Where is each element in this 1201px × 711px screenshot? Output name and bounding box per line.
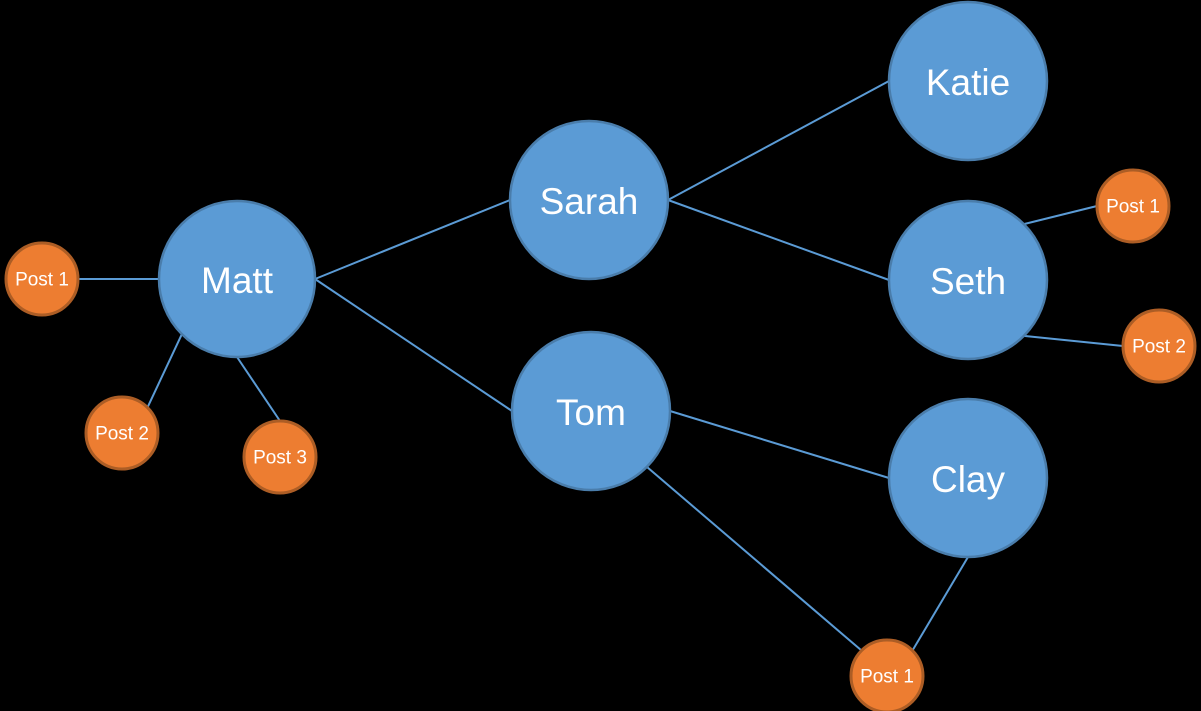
post-circle-post1-shared [849, 638, 925, 711]
node-post3-matt: Post 3 [242, 419, 318, 495]
post-circle-post1-matt [4, 241, 80, 317]
edge-seth-post1-seth [1023, 205, 1098, 226]
person-circle-clay [887, 397, 1049, 559]
node-post1-seth: Post 1 [1095, 168, 1171, 244]
node-post2-seth: Post 2 [1121, 308, 1197, 384]
edge-matt-sarah [314, 199, 511, 280]
node-katie: Katie [887, 0, 1049, 162]
node-clay: Clay [887, 397, 1049, 559]
person-circle-matt [157, 199, 317, 359]
edge-matt-post2-matt [146, 333, 183, 408]
edge-matt-tom [314, 278, 513, 412]
person-circle-sarah [508, 119, 670, 281]
node-post2-matt: Post 2 [84, 395, 160, 471]
node-sarah: Sarah [508, 119, 670, 281]
post-circle-post3-matt [242, 419, 318, 495]
person-circle-seth [887, 199, 1049, 361]
edge-clay-post1-shared [911, 556, 969, 652]
person-circle-tom [510, 330, 672, 492]
post-circle-post2-seth [1121, 308, 1197, 384]
node-tom: Tom [510, 330, 672, 492]
edge-tom-post1-shared [646, 466, 863, 652]
node-seth: Seth [887, 199, 1049, 361]
edge-sarah-seth [667, 199, 890, 281]
edge-sarah-katie [667, 80, 890, 201]
edge-matt-post3-matt [236, 356, 281, 422]
post-circle-post1-seth [1095, 168, 1171, 244]
node-post1-shared: Post 1 [849, 638, 925, 711]
person-circle-katie [887, 0, 1049, 162]
edge-tom-clay [669, 410, 890, 479]
edge-seth-post2-seth [1023, 334, 1124, 347]
node-post1-matt: Post 1 [4, 241, 80, 317]
node-matt: Matt [157, 199, 317, 359]
post-circle-post2-matt [84, 395, 160, 471]
